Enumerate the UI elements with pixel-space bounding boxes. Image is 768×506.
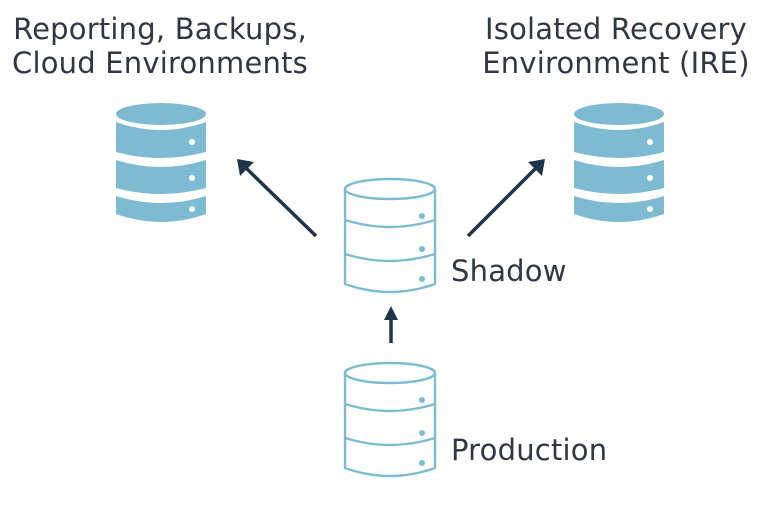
ire-database-icon xyxy=(574,103,664,222)
arrowhead-production-to-shadow xyxy=(384,306,398,320)
shadow-database-icon xyxy=(343,177,437,294)
shadow-label: Shadow xyxy=(451,254,567,288)
production-database-icon xyxy=(343,361,437,478)
reporting-label-line2: Cloud Environments xyxy=(12,46,308,80)
ire-label-line1: Isolated Recovery xyxy=(485,12,747,46)
arrow-shadow-to-ire xyxy=(466,166,538,238)
arrowhead-shadow-to-reporting xyxy=(237,159,254,176)
arrow-shadow-to-reporting xyxy=(244,166,318,238)
ire-label: Isolated Recovery Environment (IRE) xyxy=(478,12,754,80)
production-label: Production xyxy=(451,433,608,467)
reporting-database-icon xyxy=(116,103,206,222)
ire-label-line2: Environment (IRE) xyxy=(482,46,750,80)
reporting-label: Reporting, Backups, Cloud Environments xyxy=(0,12,320,80)
reporting-label-line1: Reporting, Backups, xyxy=(13,12,307,46)
arrowhead-shadow-to-ire xyxy=(528,159,545,176)
